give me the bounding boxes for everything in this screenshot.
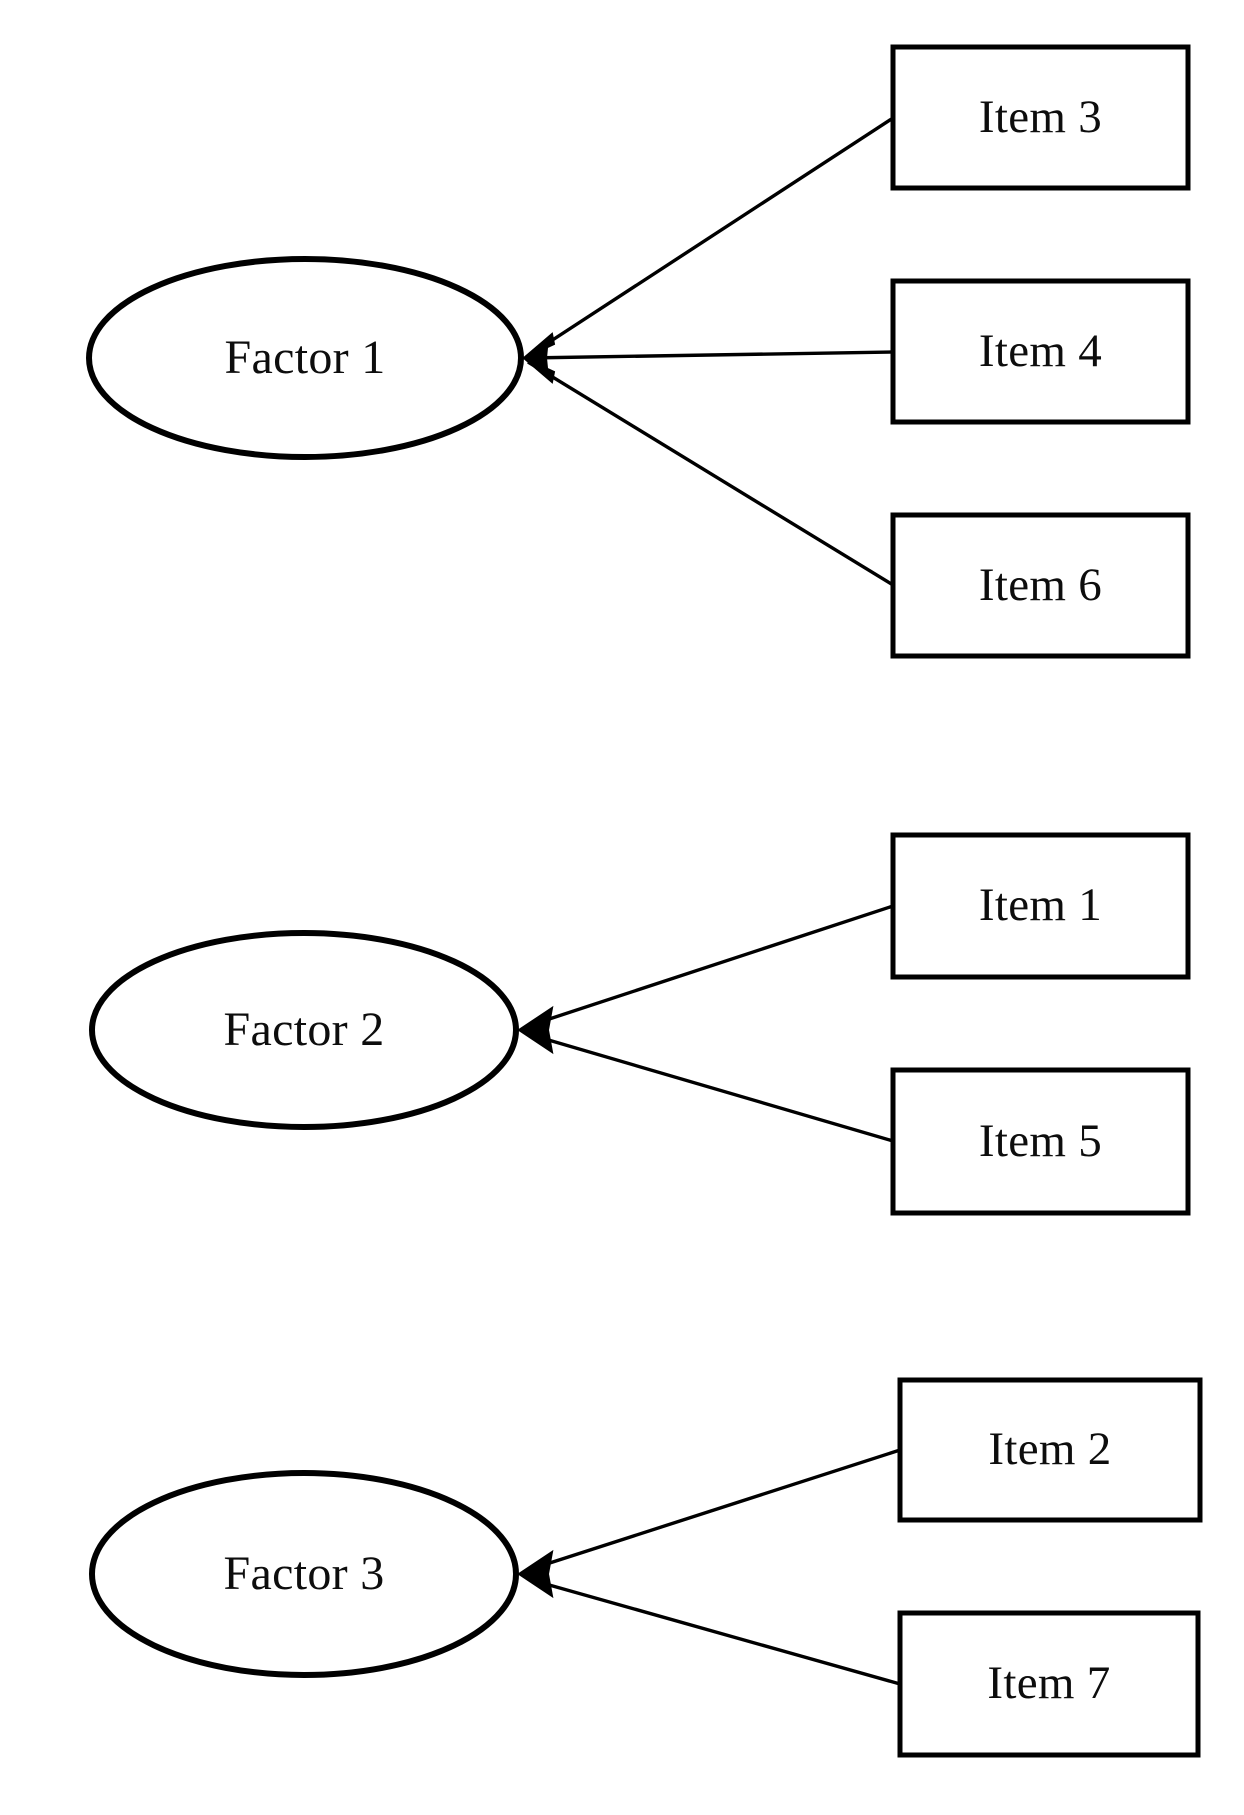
factor-3-ellipse[interactable] bbox=[89, 1470, 519, 1678]
edge-item5-to-factor2[interactable] bbox=[527, 1032, 894, 1143]
item-1-box[interactable] bbox=[890, 832, 1191, 980]
factor-1-ellipse[interactable] bbox=[86, 256, 524, 460]
edge-item7-to-factor3[interactable] bbox=[527, 1577, 901, 1686]
item-5-box[interactable] bbox=[890, 1067, 1191, 1216]
factor-2-ellipse[interactable] bbox=[89, 930, 519, 1130]
item-2-box[interactable] bbox=[897, 1377, 1203, 1523]
arrowhead-item6-into-factor1 bbox=[523, 357, 556, 384]
edge-item6-to-factor1[interactable] bbox=[527, 360, 894, 587]
edge-item1-to-factor2[interactable] bbox=[527, 904, 894, 1028]
edge-item4-to-factor1[interactable] bbox=[527, 350, 894, 360]
arrowhead-into-factor3 bbox=[517, 1549, 554, 1599]
item-7-box[interactable] bbox=[897, 1610, 1201, 1758]
edge-item3-to-factor1[interactable] bbox=[527, 116, 894, 358]
arrowhead-item3-into-factor1 bbox=[523, 332, 556, 359]
arrowhead-into-factor2 bbox=[517, 1005, 554, 1055]
item-3-box[interactable] bbox=[890, 44, 1191, 191]
item-6-box[interactable] bbox=[890, 512, 1191, 659]
edge-item2-to-factor3[interactable] bbox=[527, 1448, 901, 1572]
item-4-box[interactable] bbox=[890, 278, 1191, 425]
